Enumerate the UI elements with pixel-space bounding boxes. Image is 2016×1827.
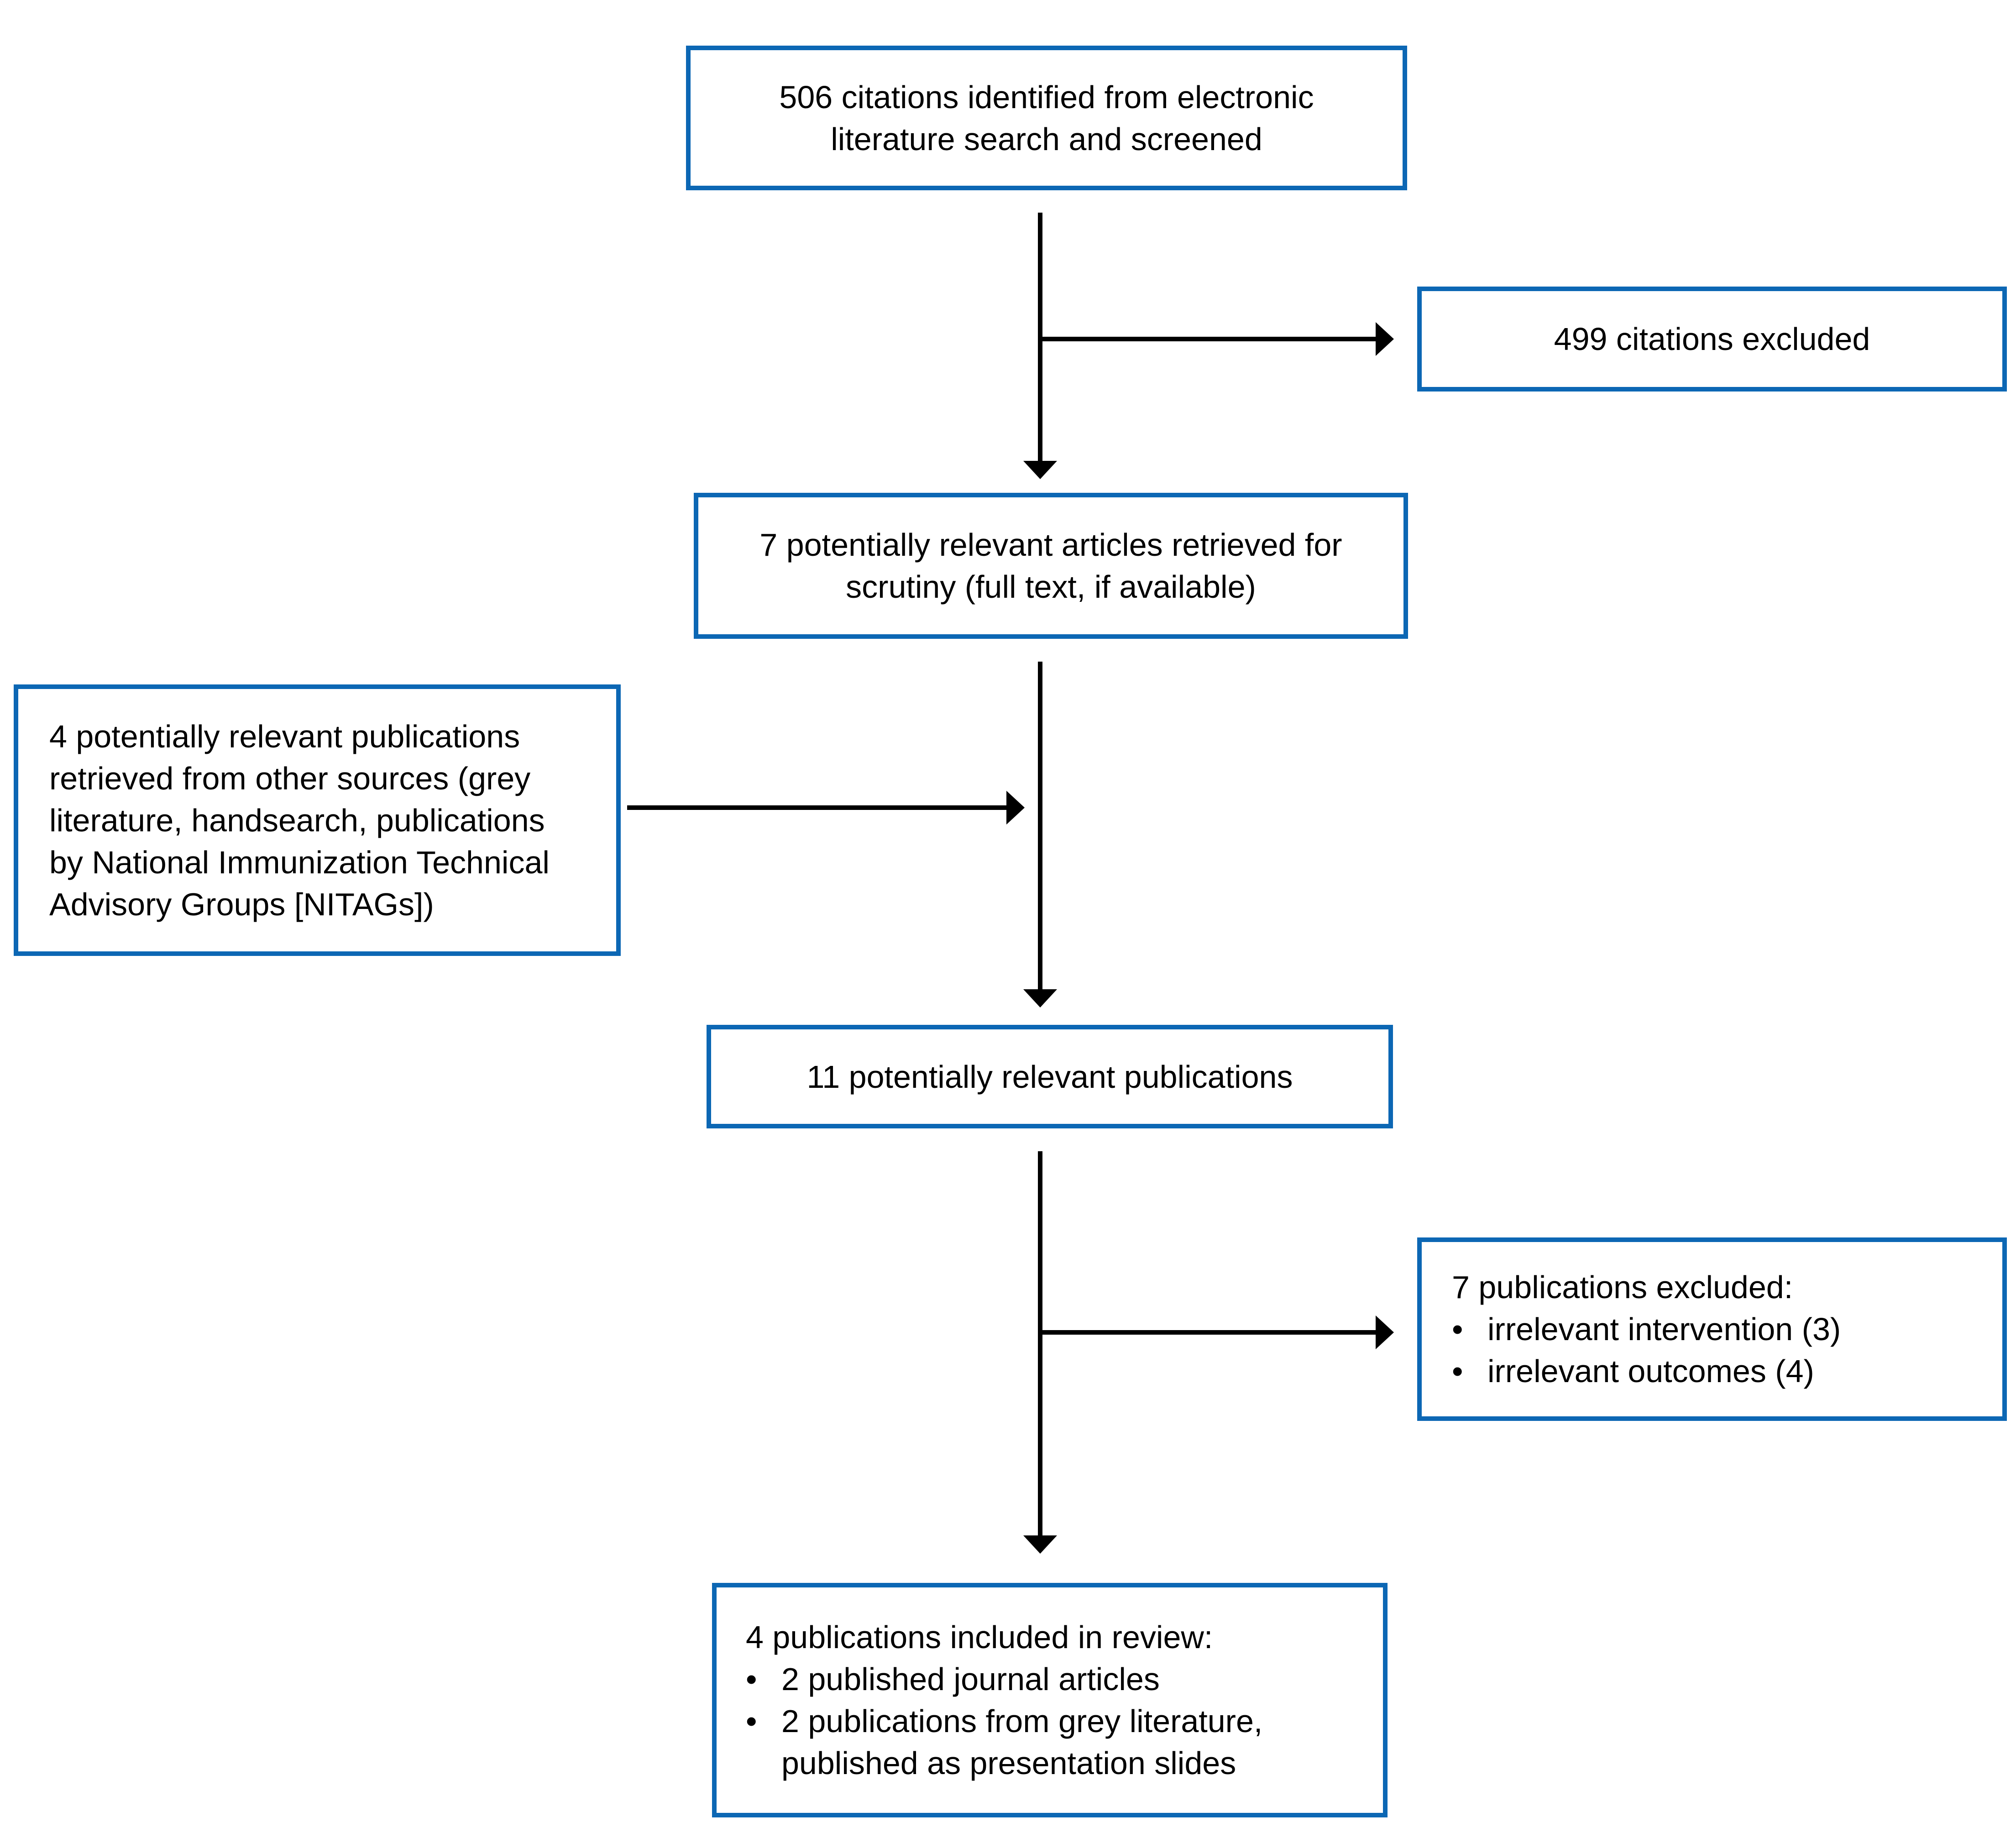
box-other-sources: 4 potentially relevant publications retr… <box>14 684 621 956</box>
list-item: • irrelevant outcomes (4) <box>1452 1350 1984 1392</box>
box-potentially-relevant-publications: 11 potentially relevant publications <box>707 1025 1393 1128</box>
list-item: • 2 published journal articles <box>746 1658 1365 1700</box>
arrow-retrieved-to-relevant-line <box>1038 662 1042 989</box>
box-citations-identified-text: 506 citations identified from electronic… <box>779 79 1314 157</box>
included-grey-literature: 2 publications from grey literature, pub… <box>781 1703 1263 1781</box>
box-citations-identified: 506 citations identified from electronic… <box>686 46 1407 190</box>
box-citations-excluded: 499 citations excluded <box>1417 287 2007 392</box>
box-publications-excluded: 7 publications excluded: • irrelevant in… <box>1417 1237 2007 1421</box>
arrow-relevant-to-included-line <box>1038 1151 1042 1535</box>
arrow-relevant-to-included-head <box>1023 1535 1057 1554</box>
arrow-branch-publications-excluded-line <box>1038 1330 1376 1335</box>
bullet-dot: • <box>746 1703 757 1739</box>
list-item: • 2 publications from grey literature, p… <box>746 1700 1365 1784</box>
box-potentially-relevant-text: 11 potentially relevant publications <box>806 1059 1293 1095</box>
arrow-identified-to-retrieved-head <box>1023 461 1057 479</box>
included-journal-articles: 2 published journal articles <box>781 1661 1160 1697</box>
bullet-dot: • <box>1452 1311 1463 1347</box>
box-publications-excluded-intro: 7 publications excluded: <box>1452 1269 1793 1305</box>
arrow-other-sources-to-relevant-line <box>627 805 1006 810</box>
bullet-dot: • <box>746 1661 757 1697</box>
list-item: • irrelevant intervention (3) <box>1452 1308 1984 1350</box>
bullet-dot: • <box>1452 1353 1463 1389</box>
box-publications-included: 4 publications included in review: • 2 p… <box>712 1583 1388 1817</box>
arrow-branch-citations-excluded-line <box>1038 337 1376 341</box>
excluded-reason-intervention: irrelevant intervention (3) <box>1487 1311 1841 1347</box>
arrow-other-sources-to-relevant-head <box>1006 791 1025 825</box>
box-citations-excluded-text: 499 citations excluded <box>1554 321 1870 357</box>
box-articles-retrieved-text: 7 potentially relevant articles retrieve… <box>759 527 1342 605</box>
box-other-sources-text: 4 potentially relevant publications retr… <box>49 718 550 922</box>
box-articles-retrieved-for-scrutiny: 7 potentially relevant articles retrieve… <box>694 493 1408 639</box>
arrow-branch-publications-excluded-head <box>1376 1315 1394 1349</box>
box-publications-included-intro: 4 publications included in review: <box>746 1619 1213 1655</box>
excluded-reason-outcomes: irrelevant outcomes (4) <box>1487 1353 1814 1389</box>
arrow-branch-citations-excluded-head <box>1376 322 1394 356</box>
arrow-retrieved-to-relevant-head <box>1023 989 1057 1007</box>
